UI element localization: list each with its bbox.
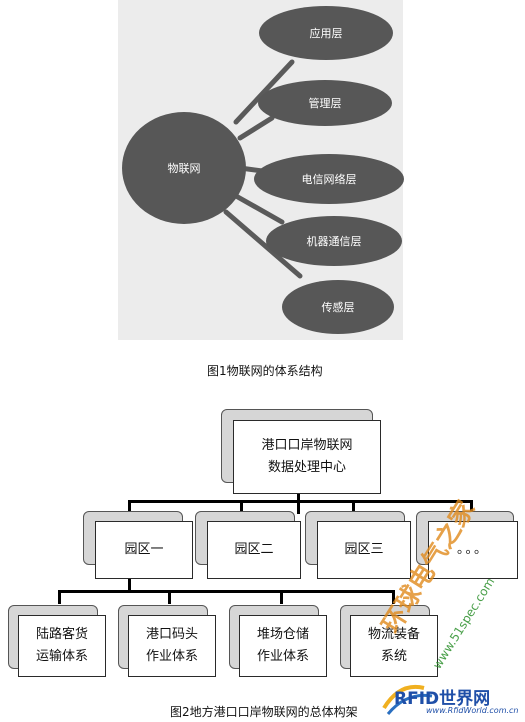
rfid-logo-swoosh-icon bbox=[382, 685, 433, 715]
park2-label: 园区二 bbox=[234, 542, 274, 557]
rfid-logo-text: RFID世界网 bbox=[394, 689, 491, 709]
system4-box: 物流装备 系统 bbox=[350, 615, 438, 677]
layer-sensing: 传感层 bbox=[282, 280, 394, 334]
system2-line1: 港口码头 bbox=[145, 627, 198, 642]
park1-drop-line bbox=[128, 500, 131, 512]
layer-machine-communication-label: 机器通信层 bbox=[306, 235, 362, 248]
park3-drop-line bbox=[352, 500, 355, 512]
rfid-logo: RFID世界网 www.RfidWorld.com.cn bbox=[380, 678, 520, 720]
system3-drop-line bbox=[280, 590, 283, 604]
system3-line2: 作业体系 bbox=[256, 649, 309, 664]
layer-sensing-label: 传感层 bbox=[321, 301, 355, 314]
connector-management bbox=[237, 115, 275, 141]
figure2-caption: 图2地方港口口岸物联网的总体构架 bbox=[170, 705, 358, 719]
layer-application: 应用层 bbox=[259, 6, 393, 60]
layer-management: 管理层 bbox=[258, 80, 392, 126]
iot-center-label: 物联网 bbox=[167, 162, 201, 175]
connector-sensing bbox=[223, 209, 303, 279]
root-box: 港口口岸物联网 数据处理中心 bbox=[233, 420, 381, 494]
park3-label: 园区三 bbox=[344, 542, 384, 557]
park2-drop-line bbox=[240, 500, 243, 512]
systems-bus-line bbox=[58, 590, 394, 593]
parks-bus-line bbox=[128, 500, 473, 503]
figure1-caption: 图1物联网的体系结构 bbox=[207, 364, 323, 378]
park1-label: 园区一 bbox=[124, 542, 164, 557]
park4-box: 。。。 bbox=[428, 521, 518, 579]
system1-drop-line bbox=[58, 590, 61, 604]
system3-box: 堆场仓储 作业体系 bbox=[239, 615, 327, 677]
layer-telecom-network: 电信网络层 bbox=[254, 154, 404, 204]
layer-machine-communication: 机器通信层 bbox=[266, 216, 402, 266]
watermark-url-text: www.51spec.com bbox=[430, 575, 498, 672]
rfid-logo-url: www.RfidWorld.com.cn bbox=[426, 706, 519, 715]
iot-center-ellipse: 物联网 bbox=[122, 112, 246, 224]
layer-telecom-network-label: 电信网络层 bbox=[301, 173, 357, 186]
layer-application-label: 应用层 bbox=[309, 27, 343, 40]
park3-box: 园区三 bbox=[317, 521, 411, 579]
root-box-line2: 数据处理中心 bbox=[267, 460, 346, 475]
system4-line1: 物流装备 bbox=[367, 627, 420, 642]
system1-box: 陆路客货 运输体系 bbox=[18, 615, 106, 677]
layer-management-label: 管理层 bbox=[308, 97, 342, 110]
system1-line1: 陆路客货 bbox=[35, 627, 88, 642]
system4-line2: 系统 bbox=[380, 649, 407, 664]
system4-drop-line bbox=[392, 590, 395, 604]
park1-box: 园区一 bbox=[95, 521, 193, 579]
system2-drop-line bbox=[168, 590, 171, 604]
system2-line2: 作业体系 bbox=[145, 649, 198, 664]
system3-line1: 堆场仓储 bbox=[256, 627, 309, 642]
park4-drop-line bbox=[470, 500, 473, 512]
connector-machine bbox=[233, 193, 285, 225]
root-box-line1: 港口口岸物联网 bbox=[261, 438, 353, 453]
park2-box: 园区二 bbox=[207, 521, 301, 579]
park4-label: 。。。 bbox=[456, 542, 489, 557]
system2-box: 港口码头 作业体系 bbox=[128, 615, 216, 677]
systems-stem-line bbox=[128, 578, 131, 590]
system1-line2: 运输体系 bbox=[35, 649, 88, 664]
